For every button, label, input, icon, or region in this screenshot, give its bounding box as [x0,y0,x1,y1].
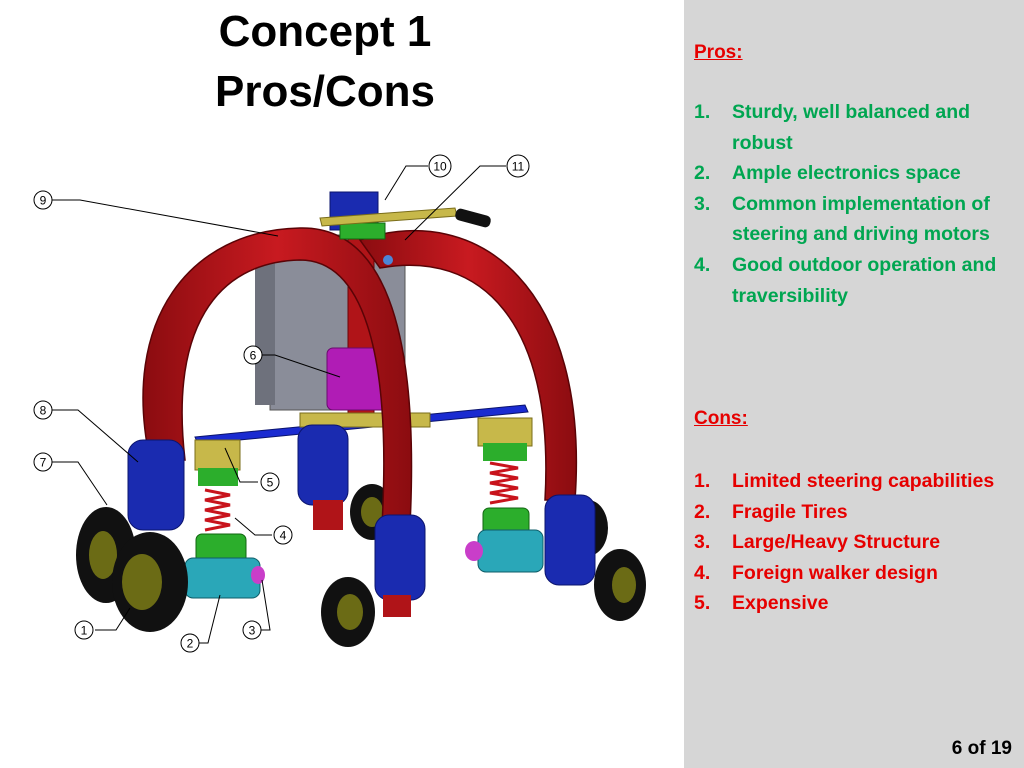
callout-9: 9 [33,190,53,210]
pros-item: 2. Ample electronics space [694,158,1019,189]
svg-text:11: 11 [512,160,525,174]
bearing-right [544,494,596,586]
leg-back [313,500,343,530]
cons-item-text: Large/Heavy Structure [732,531,941,554]
title-line-1: Concept 1 [218,7,432,56]
leg-front [383,595,411,617]
pros-item: 3. Common implementation of steering and … [694,189,1019,250]
hub [89,531,117,579]
callout-8: 8 [33,400,53,420]
pros-item: 1. Sturdy, well balanced and robust [694,97,1019,158]
svg-text:4: 4 [280,529,287,543]
pros-item-number: 2. [694,162,711,185]
svg-text:9: 9 [40,194,47,208]
cons-item: 3. Large/Heavy Structure [694,527,1019,558]
cons-item-text: Fragile Tires [732,500,848,523]
bearing-front-mid [374,514,426,601]
callout-11: 11 [506,154,530,178]
pros-item-text: Ample electronics space [732,162,961,185]
svg-text:3: 3 [249,624,256,638]
callout-3: 3 [242,620,262,640]
pros-item-number: 4. [694,253,711,276]
bearing-back [297,424,349,506]
cons-item: 1. Limited steering capabilities [694,466,1019,497]
svg-text:10: 10 [433,160,447,174]
left-shaft-cap [251,566,265,584]
title-line-2: Pros/Cons [214,67,436,116]
cons-item: 5. Expensive [694,588,1019,619]
cons-item-number: 5. [694,592,711,615]
svg-text:1: 1 [81,624,88,638]
pivot-dot [383,255,393,265]
left-spring [204,488,231,532]
hub [122,554,162,610]
pros-cons-panel: Pros: 1. Sturdy, well balanced and robust… [684,0,1024,768]
slide-title: Concept 1 Pros/Cons [145,2,505,122]
callout-2: 2 [180,633,200,653]
bearing-left-outer [127,439,185,531]
callout-10: 10 [428,154,452,178]
pros-list: 1. Sturdy, well balanced and robust 2. Amp… [694,97,1019,311]
callout-1: 1 [74,620,94,640]
svg-text:6: 6 [250,349,257,363]
handle-grip [455,208,491,228]
left-collar [198,468,238,486]
pros-heading: Pros: [694,42,743,63]
cons-list: 1. Limited steering capabilities 2. Fragil… [694,466,1019,619]
left-drive-motor [184,557,261,599]
svg-text:5: 5 [267,476,274,490]
callout-markers: 9 10 11 6 8 7 [33,154,530,653]
right-collar [483,443,527,461]
right-shaft-cap [465,541,483,561]
right-drive-motor [477,529,544,573]
cons-item: 4. Foreign walker design [694,558,1019,589]
hub [612,567,636,603]
pros-item-text: Sturdy, well balanced and robust [732,101,971,154]
cons-item: 2. Fragile Tires [694,497,1019,528]
pros-item-number: 3. [694,192,711,215]
walker-cad-figure: 9 10 11 6 8 7 [33,154,646,653]
callout-5: 5 [260,472,280,492]
cons-item-number: 4. [694,561,711,584]
hub [337,594,363,630]
pros-item: 4. Good outdoor operation and traversibil… [694,250,1019,311]
cons-item-text: Limited steering capabilities [732,470,995,492]
right-spring [489,461,519,505]
callout-6: 6 [243,345,263,365]
pros-item-number: 1. [694,101,711,123]
cons-heading: Cons: [694,408,748,429]
callout-7: 7 [33,452,53,472]
right-top-cap [477,417,533,447]
pros-item-text: Good outdoor operation and traversibilit… [732,253,997,307]
top-clamp [339,222,386,240]
svg-text:8: 8 [40,404,47,418]
cons-item-number: 1. [694,470,711,492]
callout-4: 4 [273,525,293,545]
electronics-box-side [255,245,275,405]
page-number: 6 of 19 [951,738,1012,759]
svg-text:7: 7 [40,456,47,470]
cons-item-number: 2. [694,500,711,523]
cons-item-number: 3. [694,531,711,554]
pros-item-text: Common implementation of steering and dr… [732,192,990,246]
cons-item-text: Foreign walker design [732,561,938,584]
svg-text:2: 2 [187,637,194,651]
cons-item-text: Expensive [732,592,829,615]
hub [361,497,383,527]
